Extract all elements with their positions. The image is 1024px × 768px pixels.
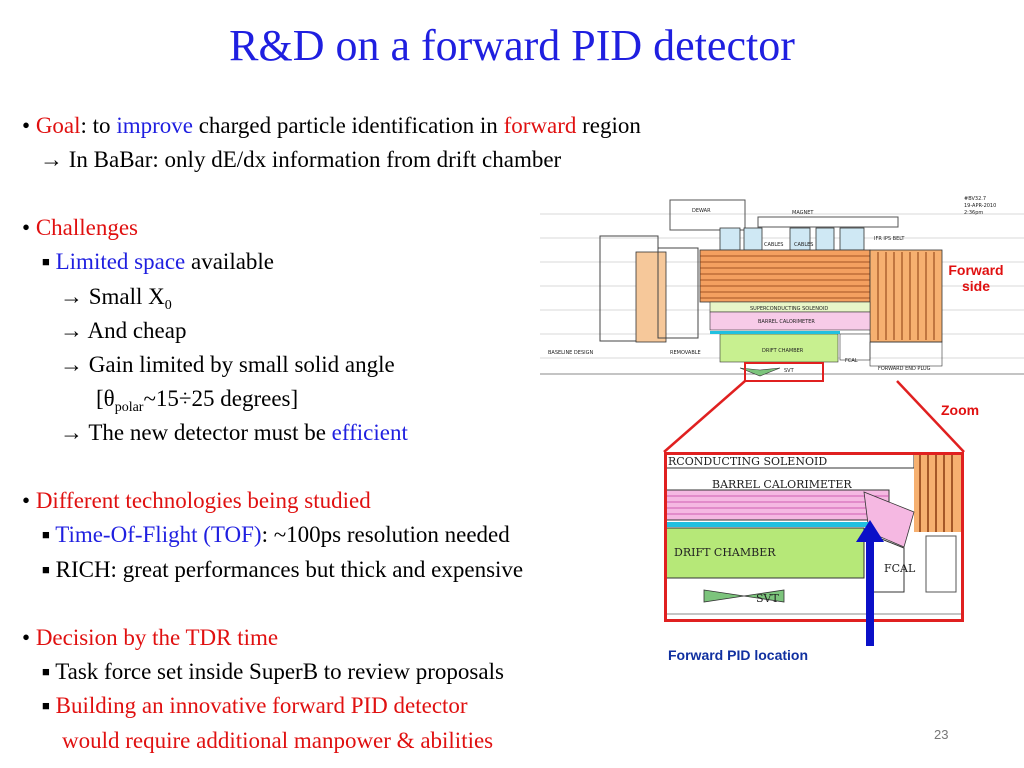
pid-location-caption: Forward PID location	[668, 647, 809, 663]
babar-line: → In BaBar: only dE/dx information from …	[40, 147, 562, 172]
decision-label: Decision by the TDR time	[35, 625, 279, 650]
label-cables2: CABLES	[794, 242, 813, 248]
and-cheap-line: → And cheap	[60, 318, 187, 343]
zoom-label-fcal: FCAL	[884, 562, 916, 575]
limited-space: Limited space	[55, 249, 186, 274]
label-magnet: MAGNET	[792, 210, 814, 216]
bullet-different: • Different technologies being studied	[22, 488, 371, 513]
label-svt: SVT	[784, 368, 795, 374]
bullet-challenges: • Challenges	[22, 215, 139, 240]
goal-label: Goal	[35, 113, 81, 138]
goal-improve: improve	[116, 113, 193, 138]
challenges-label: Challenges	[35, 215, 139, 240]
detector-diagram: DEWAR MAGNET CABLES CABLES IFR IPS BELT …	[540, 196, 1024, 377]
available: available	[185, 249, 275, 274]
forward-side-2: side	[961, 278, 990, 294]
building-line: ■ Building an innovative forward PID det…	[42, 693, 468, 718]
theta-open: [θ	[96, 386, 115, 411]
efficient-line: → The new detector must be efficient	[60, 420, 408, 446]
goal-forward: forward	[503, 113, 577, 138]
theta-line: [θpolar~15÷25 degrees]	[96, 386, 298, 421]
label-fcal: FCAL	[845, 358, 858, 364]
zoom-diagram: RCONDUCTING SOLENOID BARREL CALORIMETER …	[664, 452, 964, 622]
zoom-label-svt: SVT	[756, 592, 779, 605]
forward-side-label: Forward side	[946, 262, 1006, 294]
limited-space-line: ■ Limited space available	[42, 249, 275, 274]
zoom-label-solenoid: RCONDUCTING SOLENOID	[668, 455, 827, 468]
label-removable: REMOVABLE	[670, 350, 701, 356]
label-solenoid: SUPERCONDUCTING SOLENOID	[750, 306, 828, 312]
label-version: #BV32.7	[964, 196, 986, 202]
label-ifr: IFR IPS BELT	[874, 236, 905, 242]
page-number: 23	[934, 727, 949, 742]
zoom-label-calorimeter: BARREL CALORIMETER	[712, 478, 852, 491]
label-calorimeter: BARREL CALORIMETER	[758, 319, 815, 325]
tof-line: ■ Time-Of-Flight (TOF): ~100ps resolutio…	[42, 522, 510, 547]
forward-side-1: Forward	[948, 262, 1004, 278]
zoom-label-drift: DRIFT CHAMBER	[674, 546, 776, 559]
tof-label: Time-Of-Flight (TOF)	[55, 522, 262, 547]
small-x0-line: → Small X0	[60, 284, 172, 319]
goal-to: : to	[80, 113, 117, 138]
label-time: 2:36pm	[964, 210, 983, 216]
slide-title: R&D on a forward PID detector	[229, 21, 795, 70]
building2: would require additional manpower & abil…	[62, 728, 494, 753]
label-fwd-plug: FORWARD END PLUG	[878, 366, 931, 372]
different-label: Different technologies being studied	[35, 488, 371, 513]
bullet-decision: • Decision by the TDR time	[22, 625, 279, 650]
rich: RICH: great performances but thick and e…	[55, 557, 524, 582]
theta-sub: polar	[114, 400, 144, 415]
zoom-label: Zoom	[941, 402, 980, 418]
tof-rest: : ~100ps resolution needed	[261, 522, 510, 547]
task-force-line: ■ Task force set inside SuperB to review…	[42, 659, 504, 684]
gain-line: → Gain limited by small solid angle	[60, 352, 395, 377]
label-date: 19-APR-2010	[964, 203, 996, 209]
label-baseline: BASELINE DESIGN	[548, 350, 593, 356]
label-dewar: DEWAR	[692, 208, 711, 214]
rich-line: ■ RICH: great performances but thick and…	[42, 557, 524, 582]
goal-end: region	[576, 113, 641, 138]
task-force: Task force set inside SuperB to review p…	[55, 659, 504, 684]
theta-close: ~15÷25 degrees]	[143, 386, 299, 411]
bullet-goal: • Goal: to improve charged particle iden…	[22, 113, 641, 138]
small-x0-sub: 0	[164, 298, 172, 313]
label-drift: DRIFT CHAMBER	[762, 348, 804, 354]
small-x0: → Small X	[60, 284, 165, 309]
pid-location-arrow	[856, 520, 884, 646]
efficient: efficient	[331, 420, 408, 445]
building1: Building an innovative forward PID detec…	[55, 693, 468, 718]
goal-mid: charged particle identification in	[192, 113, 504, 138]
efficient-prefix: → The new detector must be	[60, 420, 332, 445]
label-cables1: CABLES	[764, 242, 783, 248]
